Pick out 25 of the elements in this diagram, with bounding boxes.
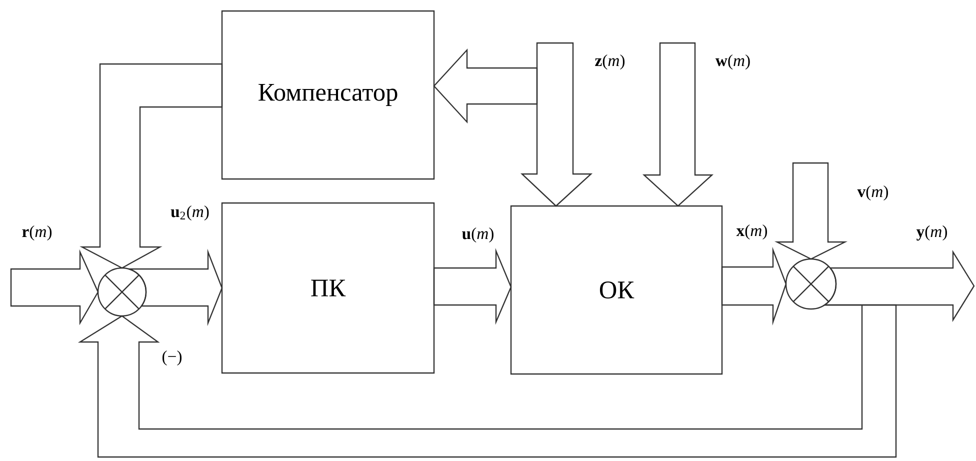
hollow-arrow xyxy=(128,251,223,324)
hollow-arrow xyxy=(721,246,787,326)
summing-junction xyxy=(785,258,837,310)
edge-label: u$_{2}$(m) xyxy=(170,205,209,221)
edge-label: z(m) xyxy=(595,54,625,70)
summing-junction xyxy=(97,267,147,317)
edge-label: u(m) xyxy=(462,227,494,243)
hollow-arrow xyxy=(642,42,714,207)
hollow-arrow xyxy=(10,249,99,326)
sign-label: (−) xyxy=(162,350,182,366)
hollow-arrow xyxy=(433,48,538,124)
edge-label: v(m) xyxy=(857,185,888,201)
block-box: Компенсатор xyxy=(221,10,435,180)
hollow-arrow xyxy=(80,63,223,269)
hollow-arrow xyxy=(520,42,593,207)
edge-label: w(m) xyxy=(715,54,750,70)
edge-label: y(m) xyxy=(916,225,947,241)
edge-label: r(m) xyxy=(22,225,52,241)
hollow-arrow xyxy=(78,304,897,458)
hollow-arrow xyxy=(433,248,512,325)
hollow-arrow xyxy=(774,162,848,260)
block-box: ОК xyxy=(510,205,723,375)
block-box: ПК xyxy=(221,202,435,374)
edge-label: x(m) xyxy=(736,224,767,240)
hollow-arrow xyxy=(824,251,975,321)
